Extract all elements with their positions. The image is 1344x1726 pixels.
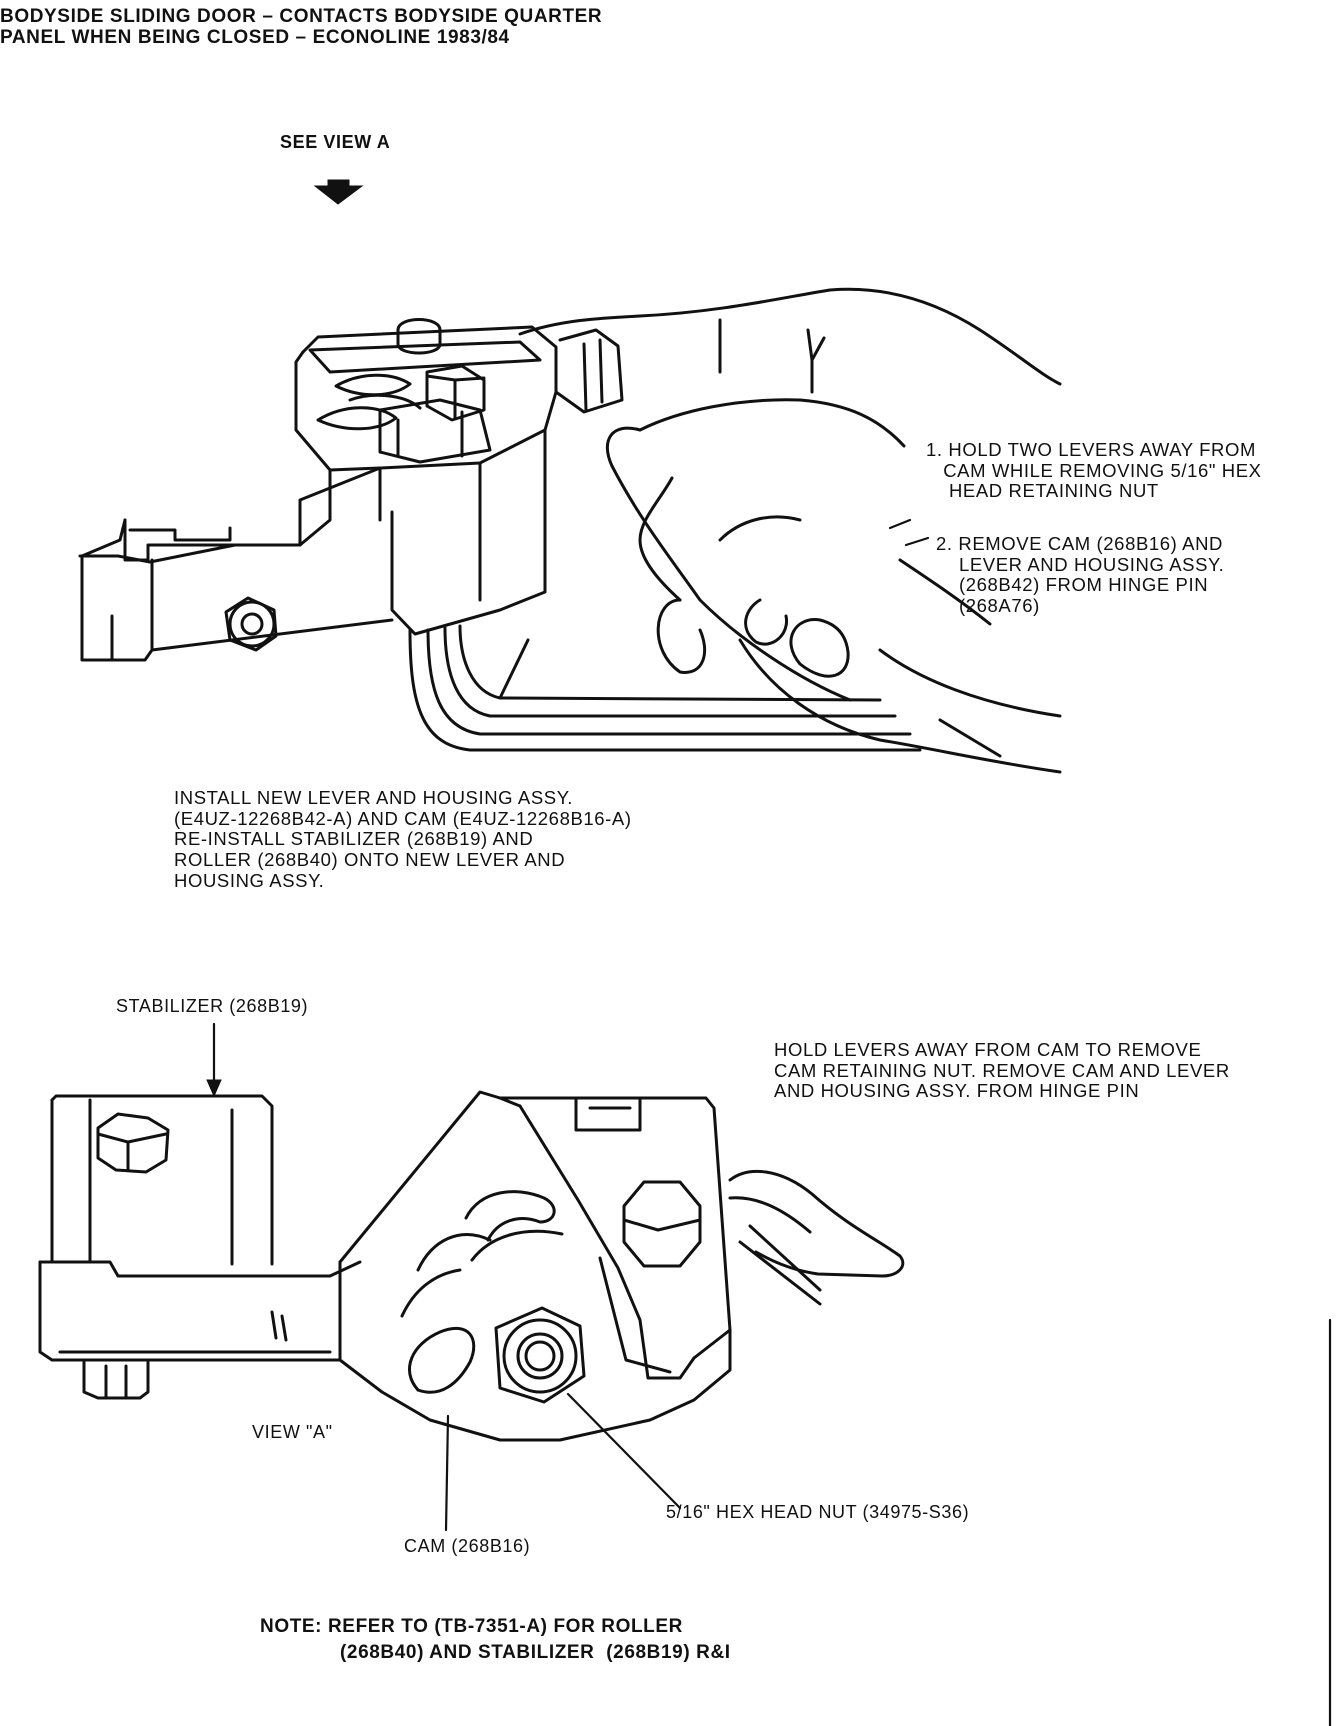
hinge-assembly-view-a [38, 1090, 905, 1442]
title-line-2: PANEL WHEN BEING CLOSED – ECONOLINE 1983… [0, 27, 510, 49]
hold-levers-text: HOLD LEVERS AWAY FROM CAM TO REMOVE CAM … [774, 1039, 1230, 1102]
hinge-assembly-top [78, 318, 922, 752]
install-instructions: INSTALL NEW LEVER AND HOUSING ASSY. (E4U… [174, 787, 632, 891]
leader-lines [444, 536, 930, 1532]
note-line-1: NOTE: REFER TO (TB-7351-A) FOR ROLLER [260, 1616, 683, 1637]
title-line-1: BODYSIDE SLIDING DOOR – CONTACTS BODYSID… [0, 6, 603, 27]
step-1-text: 1. HOLD TWO LEVERS AWAY FROM CAM WHILE R… [926, 439, 1262, 502]
stabilizer-label: STABILIZER (268B19) [116, 996, 309, 1016]
see-view-label: SEE VIEW A [280, 132, 391, 152]
hex-nut-label: 5/16" HEX HEAD NUT (34975-S36) [666, 1502, 970, 1522]
note-line-2: (268B40) AND STABILIZER (268B19) R&I [340, 1642, 731, 1663]
down-arrow-icon [313, 179, 364, 205]
step-2-text: 2. REMOVE CAM (268B16) AND LEVER AND HOU… [936, 533, 1225, 617]
cam-label: CAM (268B16) [404, 1536, 531, 1556]
stabilizer-arrow [206, 1022, 222, 1098]
hand-illustration [518, 287, 1062, 774]
page-title: BODYSIDE SLIDING DOOR – CONTACTS BODYSID… [0, 6, 602, 49]
view-a-label: VIEW "A" [252, 1422, 333, 1442]
